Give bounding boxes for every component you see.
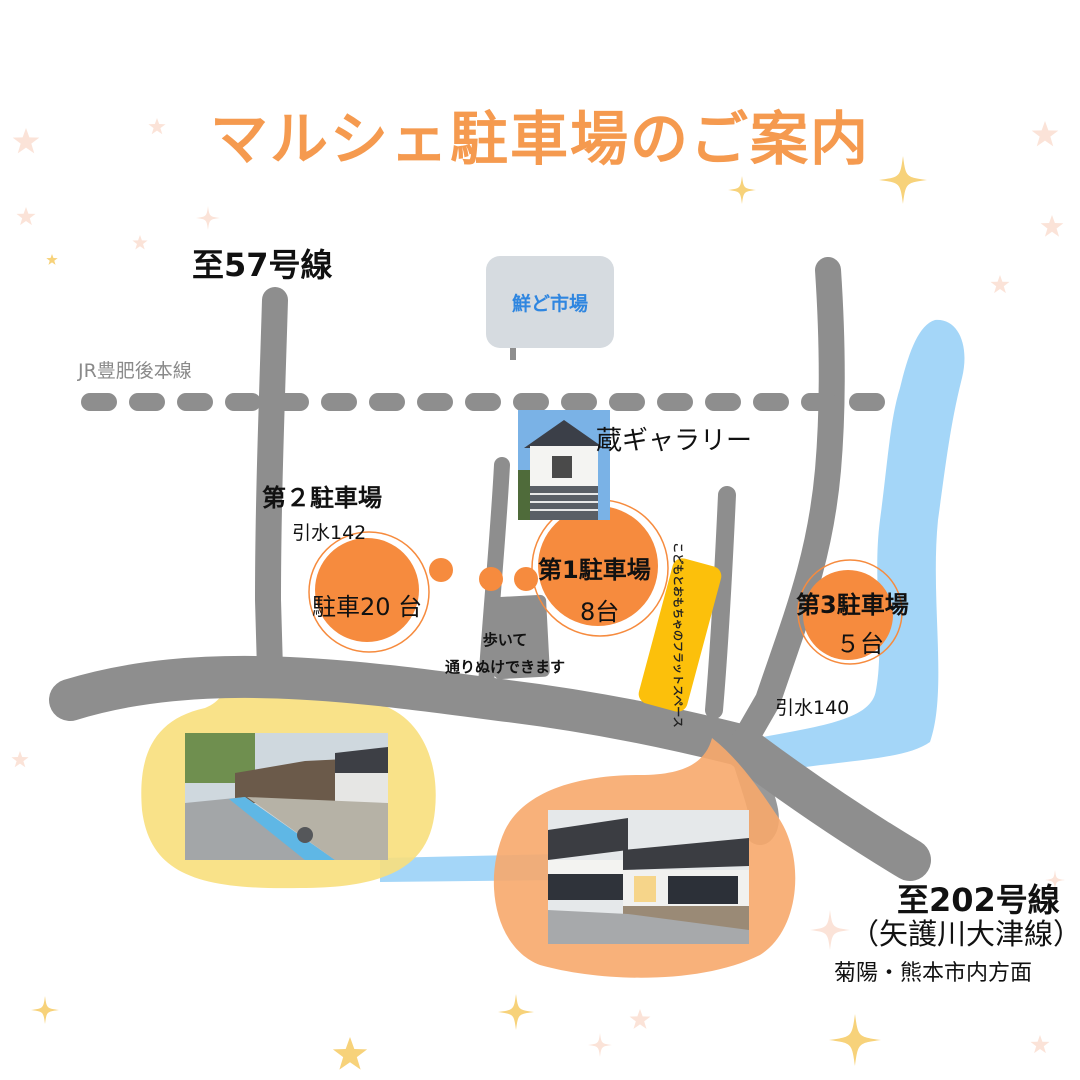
direction-label: 菊陽・熊本市内方面 bbox=[834, 961, 1033, 986]
walkway-block bbox=[490, 594, 550, 680]
path-dot bbox=[429, 558, 453, 582]
street-photo-left bbox=[185, 733, 388, 860]
parking1-title: 第1駐車場 bbox=[538, 556, 651, 584]
walk-note-line1: 歩いて bbox=[482, 631, 528, 649]
parking-circles bbox=[308, 499, 903, 665]
parking2-title: 第２駐車場 bbox=[262, 484, 382, 512]
parking3-circle-ring bbox=[797, 559, 903, 665]
to-route202-label: 至202号線 bbox=[897, 881, 1060, 919]
market-box: 鮮ど市場 bbox=[486, 256, 614, 348]
gallery-label: 蔵ギャラリー bbox=[596, 426, 753, 456]
parking3-title: 第3駐車場 bbox=[796, 591, 909, 619]
railway-label: JR豊肥後本線 bbox=[78, 360, 192, 382]
parking1-count: 8台 bbox=[580, 598, 620, 626]
street-photo-right bbox=[548, 810, 749, 944]
parking2-circle bbox=[315, 538, 419, 642]
flat-space-label: こどもとおもちゃのフラットスペース bbox=[672, 542, 685, 728]
parking3-count: ５台 bbox=[836, 630, 884, 658]
parking1-circle bbox=[538, 506, 658, 626]
river bbox=[758, 319, 965, 772]
parking2-circle-ring bbox=[308, 531, 430, 653]
page-title: マルシェ駐車場のご案内 bbox=[209, 105, 870, 173]
to-route57-label: 至57号線 bbox=[192, 246, 333, 284]
address-140-label: 引水140 bbox=[775, 697, 850, 719]
route-name-label: （矢護川大津線） bbox=[850, 917, 1080, 951]
market-label: 鮮ど市場 bbox=[511, 292, 588, 315]
gallery-photo bbox=[518, 410, 610, 520]
parking2-address: 引水142 bbox=[292, 522, 367, 544]
flat-space-sign bbox=[638, 558, 722, 712]
path-dot bbox=[514, 567, 538, 591]
market-connector bbox=[510, 346, 516, 360]
walk-note-line2: 通りぬけできます bbox=[444, 658, 565, 676]
walk-through-note: 歩いて 通りぬけできます bbox=[410, 627, 600, 681]
parking2-count: 駐車20 台 bbox=[312, 593, 423, 621]
path-dot bbox=[479, 567, 503, 591]
parking3-circle bbox=[803, 570, 893, 660]
